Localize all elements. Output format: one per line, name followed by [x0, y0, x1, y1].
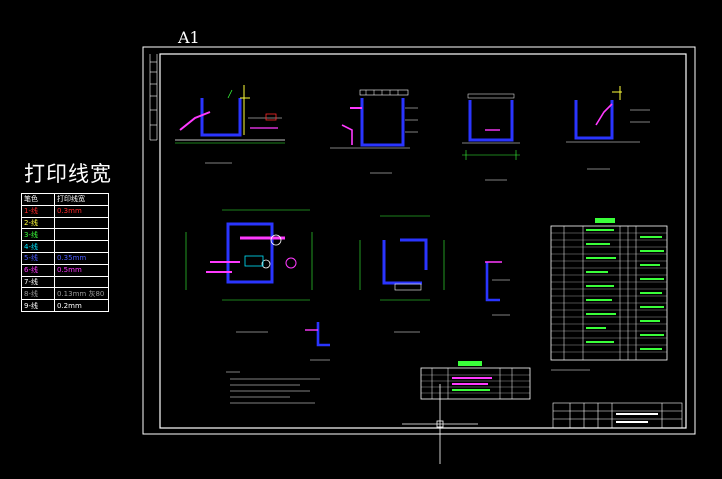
legend-line-width: 0.13mm 灰80: [54, 287, 109, 301]
legend-row: 3-线: [21, 228, 109, 242]
legend-pen-label: 5-线: [21, 251, 55, 265]
legend-line-width: 0.3mm: [54, 204, 109, 218]
legend-pen-label: 7-线: [21, 275, 55, 289]
crosshair-cursor-icon: [402, 384, 478, 464]
legend-line-width: [54, 240, 109, 253]
section-1-1[interactable]: [175, 85, 285, 164]
plan-view-1[interactable]: [185, 209, 313, 333]
legend-pen-label: 2-线: [21, 216, 55, 230]
legend-line-width: [54, 275, 109, 289]
legend-line-width: 0.2mm: [54, 299, 109, 312]
plan-view-2[interactable]: [359, 215, 445, 333]
legend-row: 2-线: [21, 216, 109, 230]
section-4-4[interactable]: [462, 93, 520, 181]
title-block[interactable]: [552, 402, 683, 429]
legend-row: 7-线: [21, 275, 109, 289]
equipment-table[interactable]: [550, 218, 668, 371]
detail-a[interactable]: [485, 261, 510, 316]
legend-line-width: [54, 216, 109, 230]
legend-pen-label: 4-线: [21, 240, 55, 253]
section-3-3[interactable]: [566, 86, 650, 170]
sheet-outer-border: [142, 46, 696, 435]
detail-b[interactable]: [305, 322, 330, 361]
section-2-2[interactable]: [330, 89, 418, 174]
sheet-size-label: A1: [178, 28, 200, 47]
legend-header-pen: 笔色: [21, 193, 55, 206]
notes-block: [226, 371, 320, 404]
sheet-inner-border: [159, 53, 687, 429]
legend-line-width: 0.35mm: [54, 251, 109, 265]
binding-strip: [149, 54, 158, 141]
legend-pen-label: 6-线: [21, 263, 55, 277]
legend-line-width: [54, 228, 109, 242]
legend-row: 4-线: [21, 240, 109, 253]
legend-title: 打印线宽: [24, 162, 112, 186]
legend-pen-label: 1-线: [21, 204, 55, 218]
materials-table[interactable]: [420, 361, 531, 400]
legend-line-width: 0.5mm: [54, 263, 109, 277]
legend-pen-label: 8-线: [21, 287, 55, 301]
legend-header-width: 打印线宽: [54, 193, 109, 206]
legend-pen-label: 9-线: [21, 299, 55, 312]
legend-header-row: 笔色打印线宽: [21, 193, 109, 206]
legend-pen-label: 3-线: [21, 228, 55, 242]
